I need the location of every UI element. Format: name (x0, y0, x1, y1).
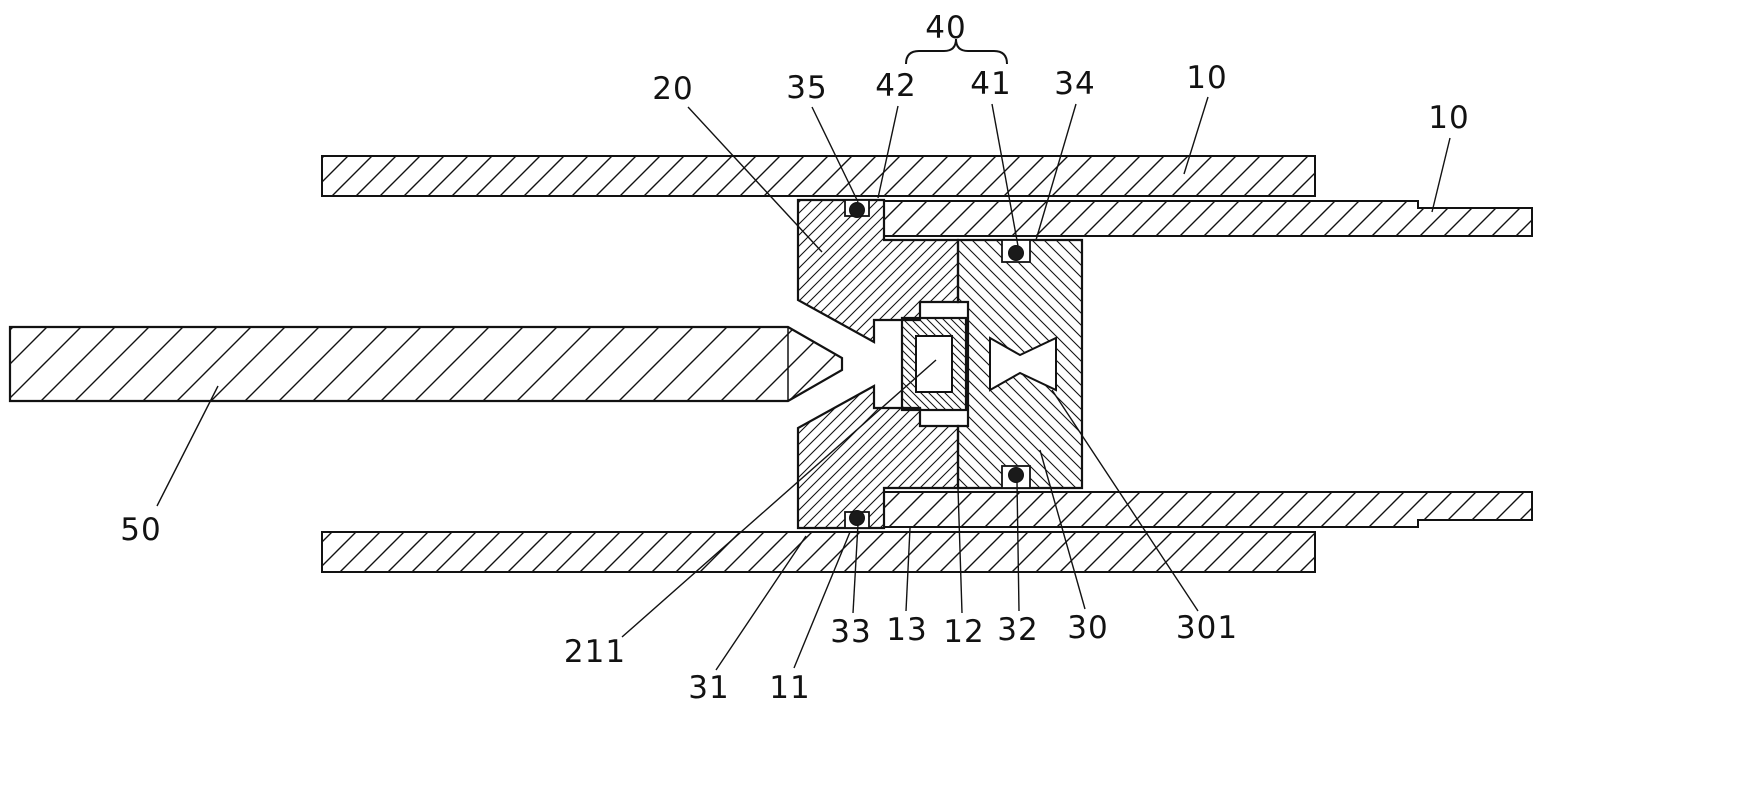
leader-lines (156, 96, 1451, 671)
outer-tube-bottom-wall (321, 531, 1316, 573)
o-ring-35 (849, 202, 865, 218)
ref-label-41: 41 (970, 66, 1012, 102)
leader-211 (621, 359, 937, 638)
leader-30 (1039, 449, 1086, 610)
ref-label-34: 34 (1054, 66, 1096, 102)
ref-label-20: 20 (652, 71, 694, 107)
ref-label-31: 31 (688, 670, 730, 706)
leader-41 (991, 103, 1019, 247)
leader-10a (1183, 96, 1209, 175)
terminal-bore (915, 335, 953, 393)
left-body-lower-half (796, 384, 960, 530)
ref-label-10b: 10 (1428, 100, 1470, 136)
leader-34 (1035, 103, 1077, 241)
contact-terminal (900, 316, 968, 412)
seal-rings (844, 199, 1031, 529)
leader-33 (852, 523, 859, 614)
leader-10b (1431, 137, 1451, 213)
o-ring-41 (1008, 245, 1024, 261)
right-body-channel-301 (989, 336, 1057, 392)
ref-label-11: 11 (769, 670, 811, 706)
inner-tube-bottom-wall (883, 491, 1533, 528)
outer-tube-top-wall (321, 155, 1316, 197)
brace-40 (905, 38, 1008, 65)
ref-label-35: 35 (786, 70, 828, 106)
leader-11 (793, 531, 851, 669)
inner-tube-top-wall (883, 200, 1533, 237)
ref-label-32: 32 (997, 612, 1039, 648)
o-ring-33 (849, 510, 865, 526)
rod (8, 325, 844, 403)
ref-label-211: 211 (563, 634, 627, 670)
ref-label-12: 12 (943, 614, 985, 650)
left-body-upper-half (796, 198, 960, 344)
leader-32 (1016, 481, 1020, 612)
ref-label-42: 42 (875, 68, 917, 104)
ref-label-33: 33 (830, 614, 872, 650)
leader-35 (811, 106, 859, 203)
ref-label-50: 50 (120, 512, 162, 548)
ref-label-301: 301 (1175, 610, 1239, 646)
leader-12 (957, 487, 963, 614)
leader-20 (687, 106, 823, 253)
ref-label-10a: 10 (1186, 60, 1228, 96)
leader-42 (877, 105, 899, 199)
ref-label-30: 30 (1067, 610, 1109, 646)
leader-13 (905, 527, 911, 612)
connector-right-body (956, 238, 1084, 490)
leader-301 (1051, 389, 1199, 612)
leader-50 (156, 385, 219, 507)
leader-31 (715, 535, 807, 671)
rod-shape (8, 325, 844, 403)
connector-left-body (796, 198, 960, 530)
o-ring-32 (1008, 467, 1024, 483)
ref-label-13: 13 (886, 612, 928, 648)
ref-label-40: 40 (925, 10, 967, 46)
